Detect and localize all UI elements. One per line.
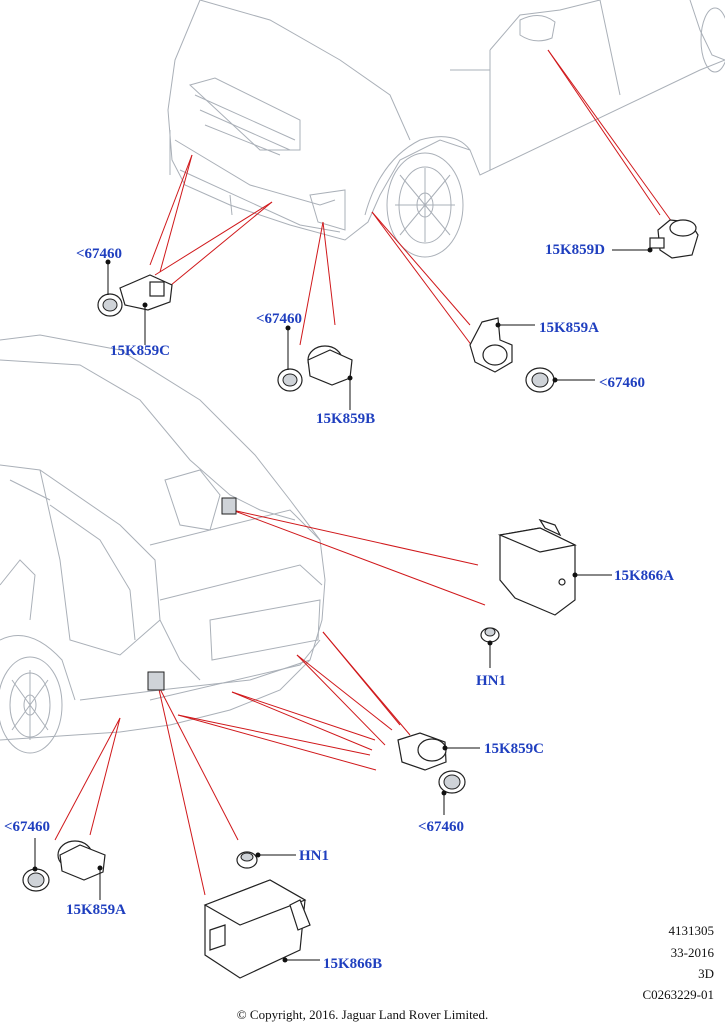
nut-hn1-lower xyxy=(236,851,296,869)
callout-front-15k859b: 15K859B xyxy=(316,411,376,427)
copyright-notice: © Copyright, 2016. Jaguar Land Rover Lim… xyxy=(236,1007,489,1022)
callout-rear-15k866b: 15K866B xyxy=(323,956,383,972)
sensor-15k859c-front xyxy=(97,259,173,345)
callout-rear-hn1-lower: HN1 xyxy=(299,848,329,864)
callout-front-15k859d: 15K859D xyxy=(545,242,605,258)
callout-rear-15k859a: 15K859A xyxy=(66,902,126,918)
sensor-15k859a-front xyxy=(469,317,595,393)
figure-reference-code: C0263229-01 xyxy=(642,987,715,1002)
callout-rear-hn1-upper: HN1 xyxy=(476,673,506,689)
rear-leader-lines xyxy=(54,509,486,896)
callout-rear-67460-right: <67460 xyxy=(418,819,465,835)
rear-connector-lower xyxy=(147,671,165,691)
figure-date-code: 33-2016 xyxy=(670,945,714,960)
module-15k866a xyxy=(497,518,612,616)
module-15k866b xyxy=(203,879,320,979)
rear-vehicle-illustration xyxy=(0,334,326,754)
figure-view-type: 3D xyxy=(698,966,714,981)
front-leader-lines xyxy=(149,49,673,371)
nut-hn1-upper xyxy=(480,627,500,668)
callout-front-67460-right: <67460 xyxy=(599,375,646,391)
sensor-15k859c-rear xyxy=(397,732,480,815)
callout-front-15k859a: 15K859A xyxy=(539,320,599,336)
sensor-15k859b-front xyxy=(277,325,353,410)
sensor-15k859d-front xyxy=(612,219,699,259)
callout-front-67460-left: <67460 xyxy=(76,246,123,262)
callout-front-15k859c: 15K859C xyxy=(110,343,170,359)
callout-rear-15k866a: 15K866A xyxy=(614,568,674,584)
figure-number: 4131305 xyxy=(668,923,715,938)
callout-front-67460-mid: <67460 xyxy=(256,311,303,327)
front-vehicle-illustration xyxy=(167,0,725,258)
callout-rear-15k859c: 15K859C xyxy=(484,741,544,757)
callout-rear-67460-left: <67460 xyxy=(4,819,51,835)
rear-connector-upper xyxy=(221,497,237,515)
sensor-15k859a-rear xyxy=(22,838,106,900)
